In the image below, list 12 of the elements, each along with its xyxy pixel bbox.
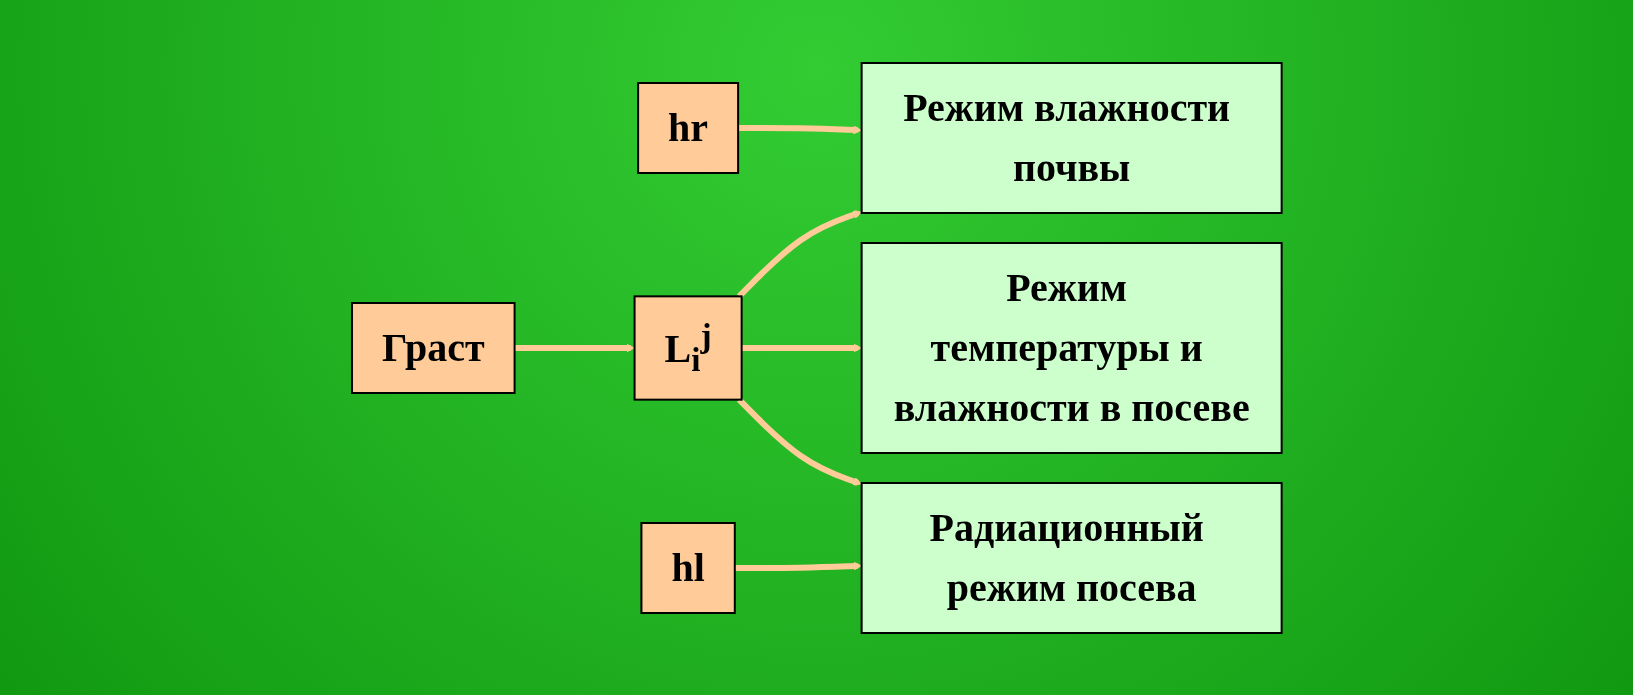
arrow bbox=[736, 209, 862, 298]
arrow bbox=[734, 561, 862, 571]
node-box: hl bbox=[640, 521, 736, 614]
node-box: hr bbox=[636, 81, 739, 174]
node-box: Радиационный режим посева bbox=[860, 481, 1283, 634]
node-box: Режим температуры и влажности в посеве bbox=[860, 241, 1283, 454]
node-box: Граст bbox=[350, 301, 516, 394]
node-box: Режим влажности почвы bbox=[860, 61, 1283, 214]
arrow bbox=[741, 343, 862, 352]
arrow bbox=[737, 124, 862, 134]
arrow bbox=[514, 343, 635, 352]
arrow bbox=[736, 397, 862, 486]
